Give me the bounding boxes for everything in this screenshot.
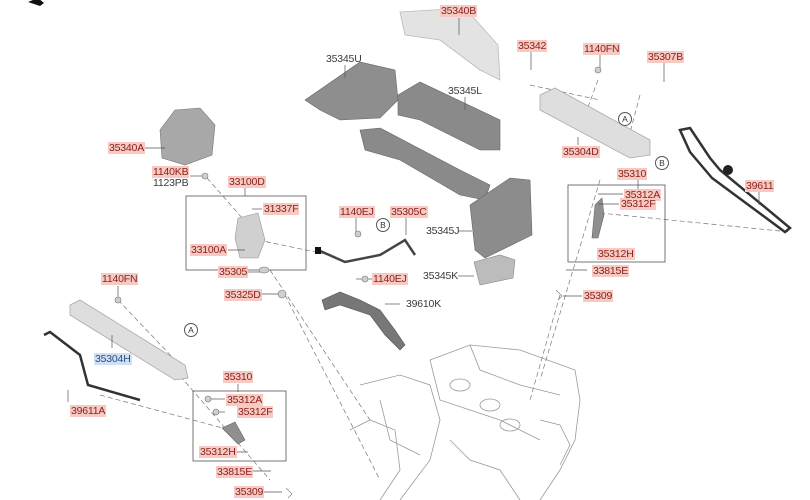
part-label-35305C[interactable]: 35305C: [390, 206, 428, 218]
part-35340A-shape: [159, 107, 216, 166]
part-label-35312F[interactable]: 35312F: [237, 406, 274, 418]
part-label-33100A[interactable]: 33100A: [190, 244, 228, 256]
part-35345U-shape: [304, 61, 399, 121]
injector-right-group-box: [567, 184, 666, 263]
part-label-1140EJ[interactable]: 1140EJ: [339, 206, 375, 218]
part-label-35312F[interactable]: 35312F: [620, 198, 657, 210]
part-label-35345L[interactable]: 35345L: [448, 85, 482, 97]
part-label-35340B[interactable]: 35340B: [440, 5, 478, 17]
part-35345J-shape: [469, 177, 533, 259]
fasteners: [114, 66, 602, 499]
injector-right-shape: [591, 197, 605, 239]
part-label-35325D[interactable]: 35325D: [224, 289, 262, 301]
part-label-35312H[interactable]: 35312H: [199, 446, 237, 458]
hand-cursor-icon: [28, 0, 44, 6]
part-label-33815E[interactable]: 33815E: [216, 466, 254, 478]
part-label-35307B[interactable]: 35307B: [647, 51, 685, 63]
part-35304D-shape: [539, 87, 651, 159]
part-35340B-shape: [399, 7, 501, 81]
part-35345K-shape: [473, 254, 516, 286]
part-label-35305[interactable]: 35305: [218, 266, 249, 278]
part-label-31337F[interactable]: 31337F: [263, 203, 300, 215]
part-35304H-shape: [69, 299, 189, 381]
connector-B-marker: B: [376, 218, 390, 232]
part-label-35310[interactable]: 35310: [223, 371, 254, 383]
part-label-1140FN[interactable]: 1140FN: [101, 273, 139, 285]
part-label-35345J[interactable]: 35345J: [426, 225, 460, 237]
part-35305C-pipe: [317, 238, 417, 264]
connector-B-marker: B: [655, 156, 669, 170]
part-39611-harness: [678, 126, 792, 234]
dashed-guide-lines: [99, 79, 791, 481]
connector-A-marker: A: [184, 323, 198, 337]
part-label-39611[interactable]: 39611: [745, 180, 775, 192]
part-39610K-shape: [321, 291, 406, 351]
part-label-35312A[interactable]: 35312A: [226, 394, 264, 406]
part-label-1140FN[interactable]: 1140FN: [583, 43, 621, 55]
part-label-33100D[interactable]: 33100D: [228, 176, 266, 188]
part-label-35309[interactable]: 35309: [234, 486, 265, 498]
part-label-35309[interactable]: 35309: [583, 290, 614, 302]
part-label-35342[interactable]: 35342: [517, 40, 548, 52]
part-label-35345U[interactable]: 35345U: [326, 53, 362, 65]
part-label-33815E[interactable]: 33815E: [592, 265, 630, 277]
injector-left-shape: [221, 421, 246, 445]
part-39611A-harness: [43, 330, 141, 402]
part-35345L-shape: [397, 81, 501, 151]
part-label-35304D[interactable]: 35304D: [562, 146, 600, 158]
part-33100A-shape: [234, 212, 266, 259]
part-label-35312H[interactable]: 35312H: [597, 248, 635, 260]
part-label-39611A[interactable]: 39611A: [70, 405, 107, 417]
part-label-1123PB[interactable]: 1123PB: [153, 177, 189, 189]
part-label-35340A[interactable]: 35340A: [108, 142, 146, 154]
injector-left-group-box: [192, 390, 287, 462]
part-label-35304H-selected[interactable]: 35304H: [94, 353, 132, 365]
part-label-35345K[interactable]: 35345K: [423, 270, 459, 282]
part-label-1140EJ[interactable]: 1140EJ: [372, 273, 408, 285]
part-label-39610K[interactable]: 39610K: [406, 298, 442, 310]
engine-block-outline: [349, 344, 581, 500]
part-label-35310[interactable]: 35310: [617, 168, 648, 180]
part-label-1140KB[interactable]: 1140KB: [152, 166, 190, 178]
connector-A-marker: A: [618, 112, 632, 126]
